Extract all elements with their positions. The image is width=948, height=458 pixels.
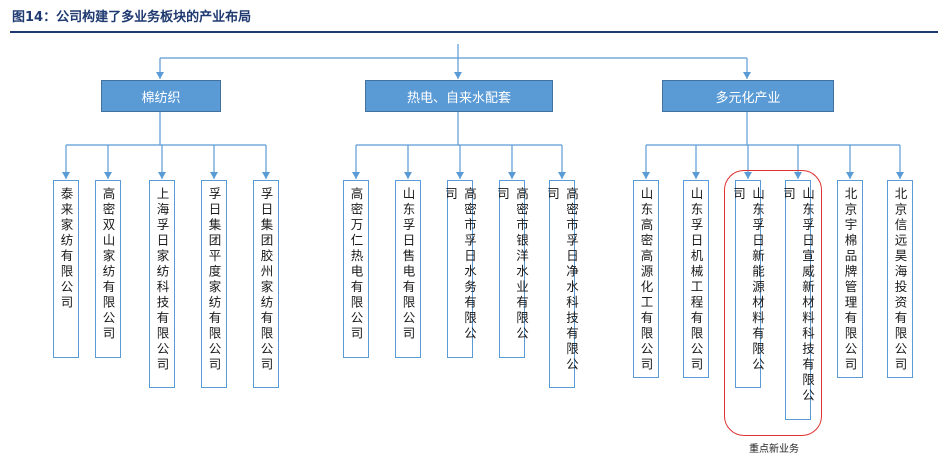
group-box-textile: 棉纺织 xyxy=(101,80,221,112)
company-box: 高密市孚日净水科技有限公司 xyxy=(545,180,579,388)
arrowhead xyxy=(794,172,802,179)
company-box: 北京信远昊海投资有限公司 xyxy=(887,180,913,378)
company-box: 山东孚日机械工程有限公司 xyxy=(683,180,709,378)
company-label: 北京宇棉品牌管理有限公司 xyxy=(842,187,858,373)
arrowhead xyxy=(558,172,566,179)
arrowhead xyxy=(210,172,218,179)
company-box: 高密万仁热电有限公司 xyxy=(343,180,369,358)
company-label: 北京信远昊海投资有限公司 xyxy=(892,187,908,373)
title-rule xyxy=(10,31,938,33)
company-box: 泰来家纺有限公司 xyxy=(53,180,79,358)
arrowhead xyxy=(456,172,464,179)
company-label: 泰来家纺有限公司 xyxy=(58,187,74,311)
highlight-frame xyxy=(724,170,822,436)
company-box: 北京宇棉品牌管理有限公司 xyxy=(837,180,863,378)
arrowhead xyxy=(896,172,904,179)
arrowhead xyxy=(158,172,166,179)
company-label: 高密万仁热电有限公司 xyxy=(348,187,364,342)
arrowhead xyxy=(508,172,516,179)
company-box: 孚日集团胶州家纺有限公司 xyxy=(253,180,279,388)
company-label: 高密双山家纺有限公司 xyxy=(100,187,116,342)
company-label: 山东孚日新能源材料有限公司 xyxy=(731,187,765,373)
arrowhead xyxy=(156,72,164,79)
company-label: 上海孚日家纺科技有限公司 xyxy=(154,187,170,373)
company-label: 山东高密高源化工有限公司 xyxy=(638,187,654,373)
arrowhead xyxy=(846,172,854,179)
company-box: 孚日集团平度家纺有限公司 xyxy=(201,180,227,388)
arrowhead xyxy=(352,172,360,179)
arrowhead xyxy=(642,172,650,179)
arrowhead xyxy=(62,172,70,179)
arrowhead xyxy=(404,172,412,179)
company-box: 山东孚日宣威新材料科技有限公司 xyxy=(781,180,815,420)
company-box: 上海孚日家纺科技有限公司 xyxy=(149,180,175,388)
highlight-note: 重点新业务 xyxy=(749,444,799,455)
company-box: 山东高密高源化工有限公司 xyxy=(633,180,659,378)
company-box: 高密市孚日水务有限公司 xyxy=(443,180,477,358)
company-box: 高密市银洋水业有限公司 xyxy=(495,180,529,358)
company-label: 孚日集团胶州家纺有限公司 xyxy=(258,187,274,373)
arrowhead xyxy=(744,172,752,179)
company-label: 高密市孚日净水科技有限公司 xyxy=(545,187,579,373)
company-label: 山东孚日宣威新材料科技有限公司 xyxy=(781,187,815,404)
group-box-utilities: 热电、自来水配套 xyxy=(365,80,553,112)
company-label: 山东孚日机械工程有限公司 xyxy=(688,187,704,373)
company-box: 山东孚日售电有限公司 xyxy=(395,180,421,358)
figure-title: 图14：公司构建了多业务板块的产业布局 xyxy=(12,10,252,25)
arrowhead xyxy=(104,172,112,179)
company-box: 高密双山家纺有限公司 xyxy=(95,180,121,358)
group-box-diversified: 多元化产业 xyxy=(662,80,834,112)
arrowhead xyxy=(454,72,462,79)
company-label: 山东孚日售电有限公司 xyxy=(400,187,416,342)
arrowhead xyxy=(262,172,270,179)
company-label: 孚日集团平度家纺有限公司 xyxy=(206,187,222,373)
company-label: 高密市银洋水业有限公司 xyxy=(495,187,529,342)
arrowhead xyxy=(692,172,700,179)
company-box: 山东孚日新能源材料有限公司 xyxy=(731,180,765,388)
arrowhead xyxy=(743,72,751,79)
company-label: 高密市孚日水务有限公司 xyxy=(443,187,477,342)
